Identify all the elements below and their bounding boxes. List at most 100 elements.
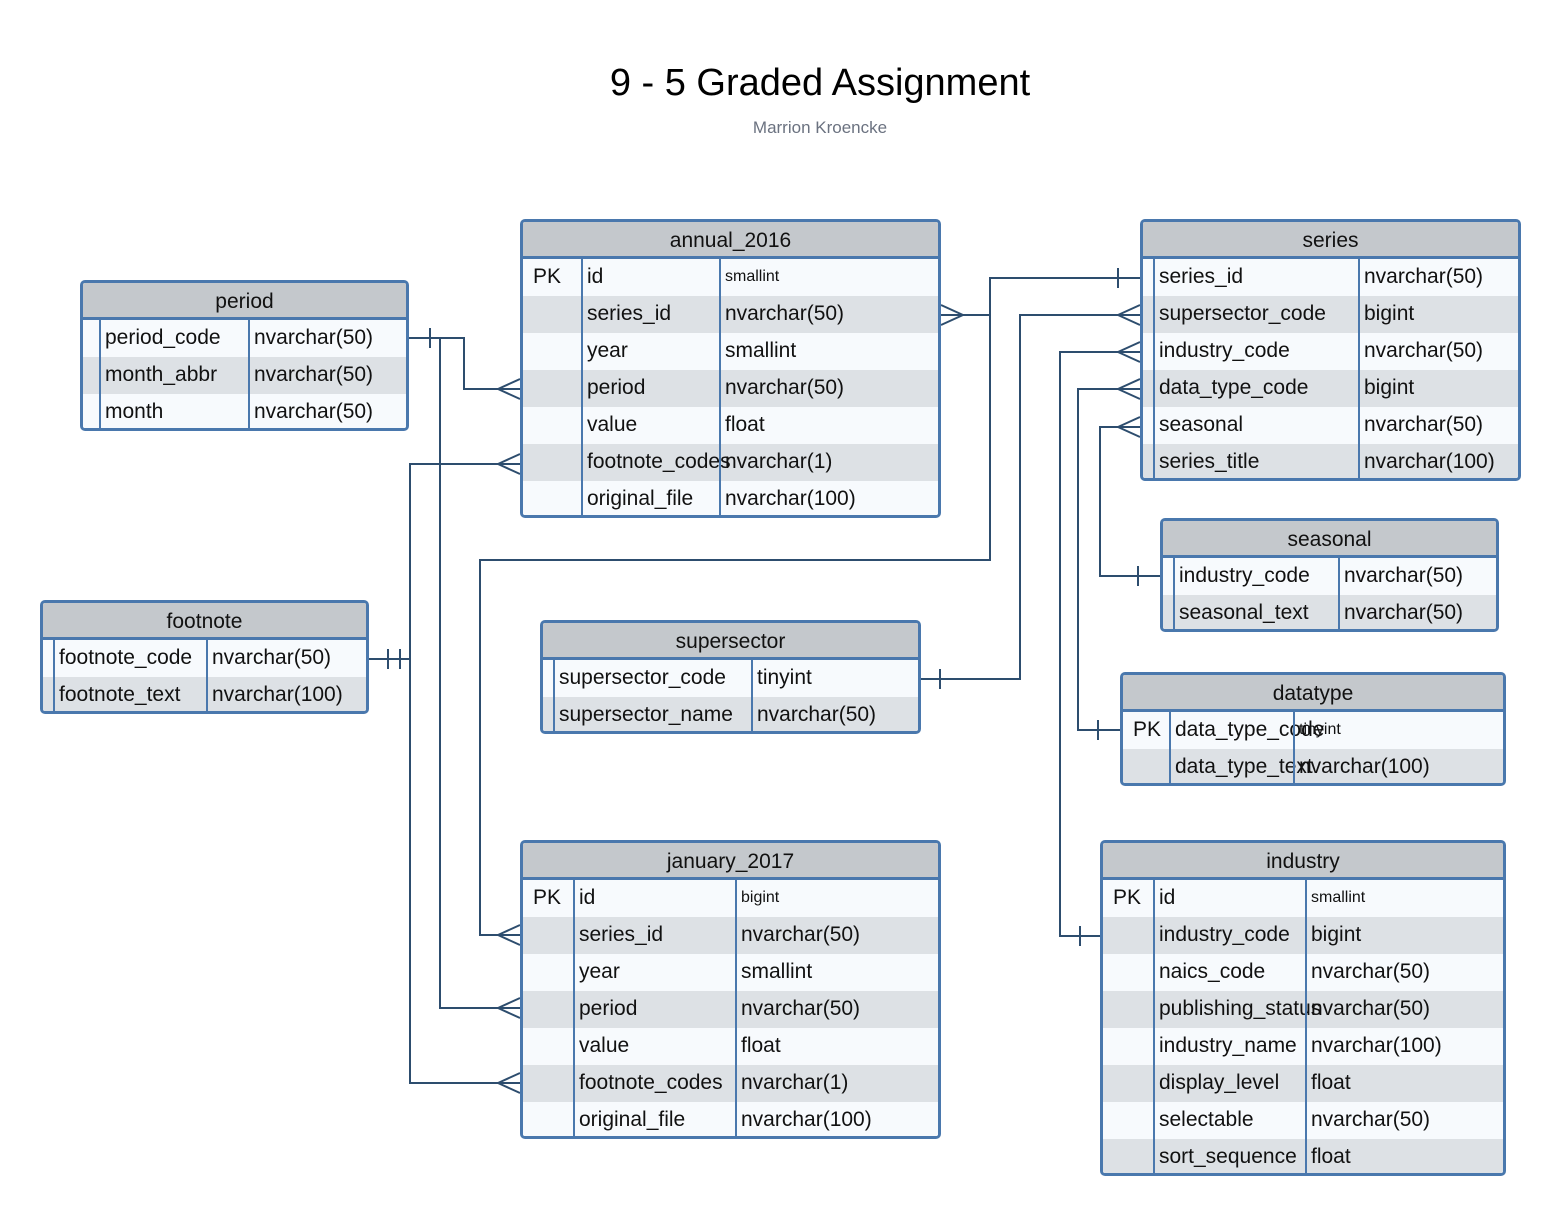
column-divider: [1305, 880, 1307, 1173]
field-name: period: [587, 376, 646, 399]
column-divider: [735, 880, 737, 1136]
field-name: supersector_code: [1159, 302, 1326, 325]
entity-header: annual_2016: [523, 222, 938, 259]
field-type: nvarchar(50): [1364, 413, 1484, 436]
connector-period-january: [439, 338, 520, 1009]
crows-foot-many: [497, 924, 521, 946]
field-name: value: [579, 1034, 630, 1057]
crows-foot-many: [1117, 378, 1141, 400]
column-divider: [581, 259, 583, 515]
field-name: data_type_code: [1159, 376, 1309, 399]
field-name: period_code: [105, 326, 221, 349]
field-name: footnote_text: [59, 683, 181, 706]
field-name: industry_code: [1159, 339, 1290, 362]
field-name: industry_name: [1159, 1034, 1297, 1057]
field-type: nvarchar(50): [1311, 960, 1431, 983]
entity-header: industry: [1103, 843, 1503, 880]
column-divider: [99, 320, 101, 428]
field-name: period: [579, 997, 638, 1020]
column-divider: [1173, 558, 1175, 629]
entity-footnote[interactable]: footnote footnote_code nvarchar(50) footnot…: [40, 600, 369, 714]
crows-foot-many: [940, 304, 964, 326]
crows-foot-many: [1117, 341, 1141, 363]
entity-row: industry_code nvarchar(50): [1143, 333, 1518, 370]
field-type: float: [1311, 1071, 1351, 1094]
column-divider: [1358, 259, 1360, 478]
key-cell: PK: [533, 265, 562, 288]
entity-row: supersector_code bigint: [1143, 296, 1518, 333]
diagram-title: 9 - 5 Graded Assignment: [609, 62, 1031, 104]
field-name: seasonal_text: [1179, 601, 1309, 624]
connector-series-annual: [941, 277, 1140, 316]
field-name: month: [105, 400, 164, 423]
field-type: tinyint: [1299, 721, 1341, 738]
key-cell: PK: [533, 886, 562, 909]
crows-foot-many: [497, 997, 521, 1019]
field-type: nvarchar(50): [1364, 339, 1484, 362]
field-name: footnote_code: [59, 646, 193, 669]
field-type: nvarchar(50): [212, 646, 332, 669]
field-name: series_id: [1159, 265, 1244, 288]
field-name: supersector_name: [559, 703, 733, 726]
field-name: industry_code: [1159, 923, 1290, 946]
field-name: footnote_codes: [579, 1071, 723, 1094]
entity-header: supersector: [543, 623, 918, 660]
entity-row: value float: [523, 1028, 938, 1065]
field-type: bigint: [1364, 302, 1415, 325]
crows-foot-many: [497, 1072, 521, 1094]
field-name: selectable: [1159, 1108, 1254, 1131]
field-type: nvarchar(100): [1299, 755, 1430, 778]
field-name: series_id: [587, 302, 672, 325]
field-name: year: [587, 339, 628, 362]
entity-series[interactable]: series series_id nvarchar(50) supersector_c…: [1140, 219, 1521, 481]
field-type: bigint: [741, 889, 780, 906]
field-name: month_abbr: [105, 363, 218, 386]
field-name: data_type_code: [1175, 718, 1325, 741]
entity-header: seasonal: [1163, 521, 1496, 558]
field-type: float: [725, 413, 765, 436]
field-name: id: [579, 886, 596, 909]
crows-foot-many: [1117, 304, 1141, 326]
crows-foot-many: [1117, 416, 1141, 438]
field-type: float: [741, 1034, 781, 1057]
entity-header: footnote: [43, 603, 366, 640]
column-divider: [1153, 880, 1155, 1173]
entity-row: series_id nvarchar(50): [1143, 259, 1518, 296]
field-type: nvarchar(50): [1364, 265, 1484, 288]
field-type: nvarchar(50): [725, 302, 845, 325]
entity-header: series: [1143, 222, 1518, 259]
column-divider: [206, 640, 208, 711]
field-type: nvarchar(50): [1344, 564, 1464, 587]
field-type: smallint: [725, 268, 780, 285]
field-name: footnote_codes: [587, 450, 731, 473]
column-divider: [751, 660, 753, 731]
column-divider: [719, 259, 721, 515]
field-type: smallint: [741, 960, 813, 983]
connector-series-january: [479, 315, 991, 936]
connector-footnote-january: [409, 659, 520, 1084]
connector-period-annual: [409, 337, 520, 390]
